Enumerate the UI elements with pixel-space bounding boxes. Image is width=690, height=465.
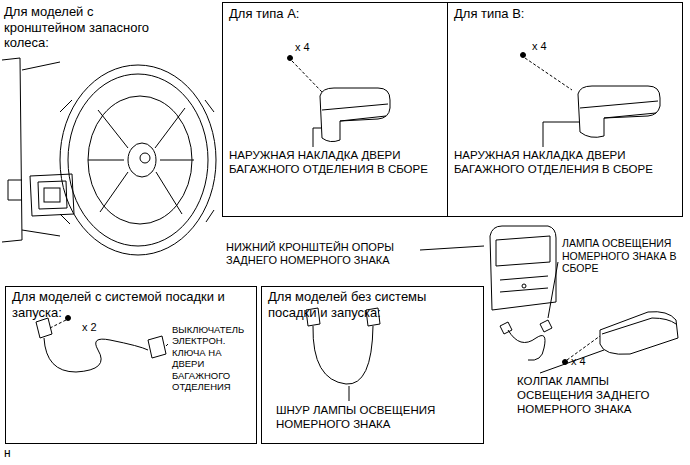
quantity-callout: x 4 [295,41,335,54]
box-heading: Для моделей с системой посадки и запуска… [12,289,250,320]
spare-wheel-bracket [2,58,216,255]
part-name: ЛАМПА ОСВЕЩЕНИЯ НОМЕРНОГО ЗНАКА В СБОРЕ [562,237,686,275]
box-heading: Для типа B: [454,6,544,22]
part-name: НИЖНИЙ КРОНШТЕЙН ОПОРЫ ЗАДНЕГО НОМЕРНОГО… [226,241,418,267]
garnish-type-b [521,53,661,148]
quantity-callout: x 4 [532,40,572,53]
part-name: ШНУР ЛАМПЫ ОСВЕЩЕНИЯ НОМЕРНОГО ЗНАКА [276,404,476,432]
license-plate-bracket [420,226,556,310]
part-name: ВЫКЛЮЧАТЕЛЬ ЭЛЕКТРОН. КЛЮЧА НА ДВЕРИ БАГ… [172,324,256,392]
variant-box: Для моделей с системой посадки и запуска… [5,286,257,444]
lamp-cord [306,308,380,401]
box-heading: Для моделей без системы посадки и запуск… [268,289,478,320]
variant-box: Для типа A: x 4 НАРУЖНАЯ НАКЛАДКА ДВЕРИ БА… [222,2,448,217]
license-lamp-assembly [500,262,558,360]
variant-box: Для типа B: x 4 НАРУЖНАЯ НАКЛАДКА ДВЕРИ БА… [447,2,683,217]
part-name: НАРУЖНАЯ НАКЛАДКА ДВЕРИ БАГАЖНОГО ОТДЕЛЕ… [229,149,441,177]
variant-box: Для моделей без системы посадки и запуск… [261,286,484,444]
part-name: КОЛПАК ЛАМПЫ ОСВЕЩЕНИЯ ЗАДНЕГО НОМЕРНОГО… [517,375,677,416]
lamp-cover [540,312,678,373]
switch-harness [36,316,168,373]
part-name: НАРУЖНАЯ НАКЛАДКА ДВЕРИ БАГАЖНОГО ОТДЕЛЕ… [454,149,654,177]
quantity-callout: x 4 [571,355,601,368]
garnish-type-a [288,56,391,148]
figure-code: н [4,446,24,460]
box-heading: Для типа A: [229,6,319,22]
quantity-callout: x 2 [82,321,112,334]
section-heading: Для моделей с кронштейном запасного коле… [4,4,169,51]
